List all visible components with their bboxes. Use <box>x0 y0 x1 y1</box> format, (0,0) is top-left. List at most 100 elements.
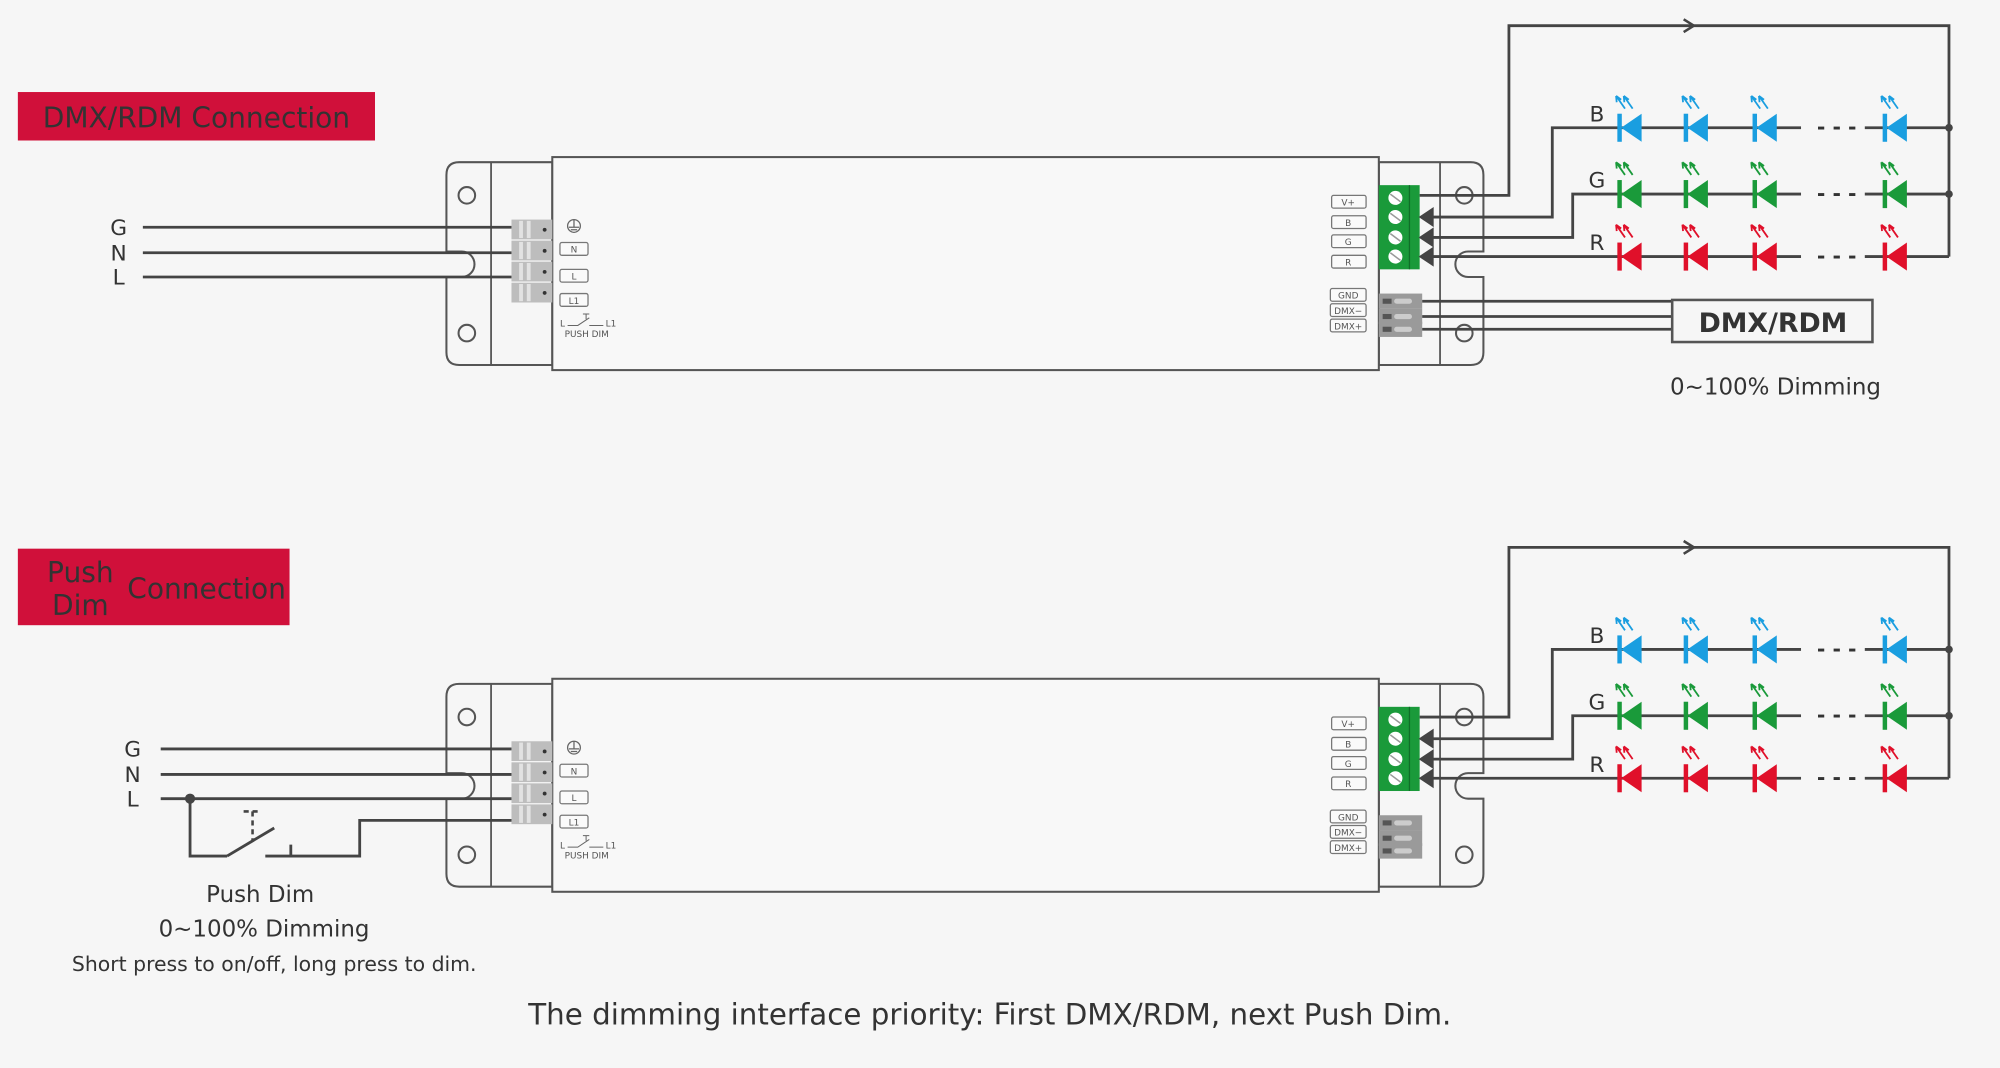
led-cathode-bar <box>1617 113 1622 142</box>
led-diode-icon <box>1681 683 1708 730</box>
led-diode-icon <box>1615 616 1642 664</box>
push-switch-icon <box>567 835 604 848</box>
blue-channel-wire <box>1422 648 1949 741</box>
led-diode-icon <box>1750 616 1777 664</box>
light-emission-arrows <box>1750 683 1769 698</box>
section-title-line-2: Dim <box>52 589 109 622</box>
led-diode-icon <box>1615 223 1642 271</box>
arrow-icon <box>1418 206 1434 228</box>
terminal-label-box <box>1329 809 1367 824</box>
terminal-divider <box>519 742 523 760</box>
led-triangle <box>1621 764 1642 793</box>
screw-slot <box>1389 193 1401 203</box>
light-emission-arrows <box>1615 616 1634 631</box>
mounting-hole <box>457 845 477 865</box>
mains-label-l: L <box>113 266 125 291</box>
led-triangle <box>1621 113 1642 142</box>
screw-slot <box>1389 252 1401 262</box>
wire-junction <box>1945 190 1953 198</box>
terminal-screw <box>542 269 547 274</box>
channel-label: B <box>1590 102 1605 127</box>
led-triangle <box>1756 635 1777 664</box>
arrow-icon <box>1682 18 1695 34</box>
led-diode-icon <box>1615 95 1642 142</box>
dmx-terminal-pin <box>1394 326 1412 332</box>
mounting-hole <box>1454 323 1474 343</box>
ellipsis: - - - <box>1817 181 1857 205</box>
light-emission-arrows <box>1750 95 1769 110</box>
screw-slot <box>1389 734 1401 744</box>
terminal-label-box <box>1329 824 1367 839</box>
led-diode-icon <box>1750 223 1777 271</box>
left-mounting-flange <box>445 161 554 367</box>
light-emission-arrows <box>1681 223 1700 238</box>
led-cathode-bar <box>1683 113 1689 142</box>
terminal-divider <box>519 241 523 260</box>
led-triangle <box>1886 113 1907 142</box>
arrow-icon <box>1418 728 1434 749</box>
led-triangle <box>1687 764 1708 793</box>
footer-note: The dimming interface priority: First DM… <box>527 997 1451 1031</box>
light-emission-arrows <box>1615 223 1634 238</box>
dimming-range-caption: 0~100% Dimming <box>1670 374 1881 400</box>
dmx-terminal-label: GND <box>1338 292 1359 302</box>
terminal-label-box <box>1330 755 1367 770</box>
led-triangle <box>1886 701 1907 730</box>
dmx-terminal-pin <box>1382 848 1392 854</box>
switch-caption-instructions: Short press to on/off, long press to dim… <box>72 952 477 976</box>
wire-junction <box>1945 711 1953 720</box>
input-terminal-label: N <box>571 767 578 777</box>
mains-label-g: G <box>124 738 141 763</box>
led-diode-icon <box>1615 161 1642 209</box>
terminal-screw <box>542 248 547 253</box>
mounting-hole <box>457 323 477 343</box>
light-emission-arrows <box>1880 95 1899 110</box>
output-terminal-label: V+ <box>1341 199 1355 209</box>
led-diode-icon <box>1880 223 1907 271</box>
led-triangle <box>1756 113 1777 142</box>
light-emission-arrows <box>1681 161 1700 176</box>
v-plus-wire <box>1419 545 1951 779</box>
led-triangle <box>1886 180 1907 209</box>
led-cathode-bar <box>1752 242 1758 271</box>
v-plus-wire <box>1419 24 1951 257</box>
arrow-icon <box>1418 749 1434 770</box>
led-triangle <box>1886 764 1907 793</box>
output-terminal-label: G <box>1345 760 1352 770</box>
ellipsis: - - - <box>1817 244 1857 268</box>
dmx-terminal-pin <box>1394 298 1412 304</box>
terminal-divider <box>519 805 523 823</box>
ground-lines <box>568 741 580 753</box>
output-terminal-label: B <box>1345 219 1351 229</box>
terminal-screw <box>542 791 547 796</box>
led-cathode-bar <box>1683 701 1689 730</box>
ground-symbol-icon <box>566 740 581 755</box>
led-diode-icon <box>1615 683 1642 730</box>
led-cathode-bar <box>1752 764 1758 793</box>
led-diode-icon <box>1880 95 1907 142</box>
push-dim-mini-caption: PUSH DIM <box>565 852 609 862</box>
led-triangle <box>1687 242 1708 271</box>
push-switch-wire <box>188 798 512 858</box>
terminal-divider <box>519 220 523 239</box>
led-diode-icon <box>1750 95 1777 142</box>
push-dim-mini-right: L1 <box>606 320 617 330</box>
screw-slot <box>1389 715 1401 725</box>
led-cathode-bar <box>1617 701 1622 730</box>
mounting-hole <box>457 186 477 205</box>
led-cathode-bar <box>1882 764 1888 793</box>
terminal-divider <box>519 784 523 802</box>
terminal-divider <box>526 220 531 239</box>
dmx-rdm-controller-box <box>1670 298 1874 344</box>
led-triangle <box>1687 635 1708 664</box>
section-badge <box>17 548 290 626</box>
section-title-line-1: Push <box>47 556 114 589</box>
driver-body <box>551 677 1380 893</box>
input-terminal-label: L <box>571 794 576 804</box>
led-triangle <box>1687 113 1708 142</box>
push-switch-icon <box>243 810 262 841</box>
led-diode-icon <box>1880 616 1907 664</box>
push-dim-mini-right: L1 <box>606 841 617 851</box>
terminal-label-box <box>1330 215 1367 230</box>
terminal-divider <box>526 284 531 302</box>
